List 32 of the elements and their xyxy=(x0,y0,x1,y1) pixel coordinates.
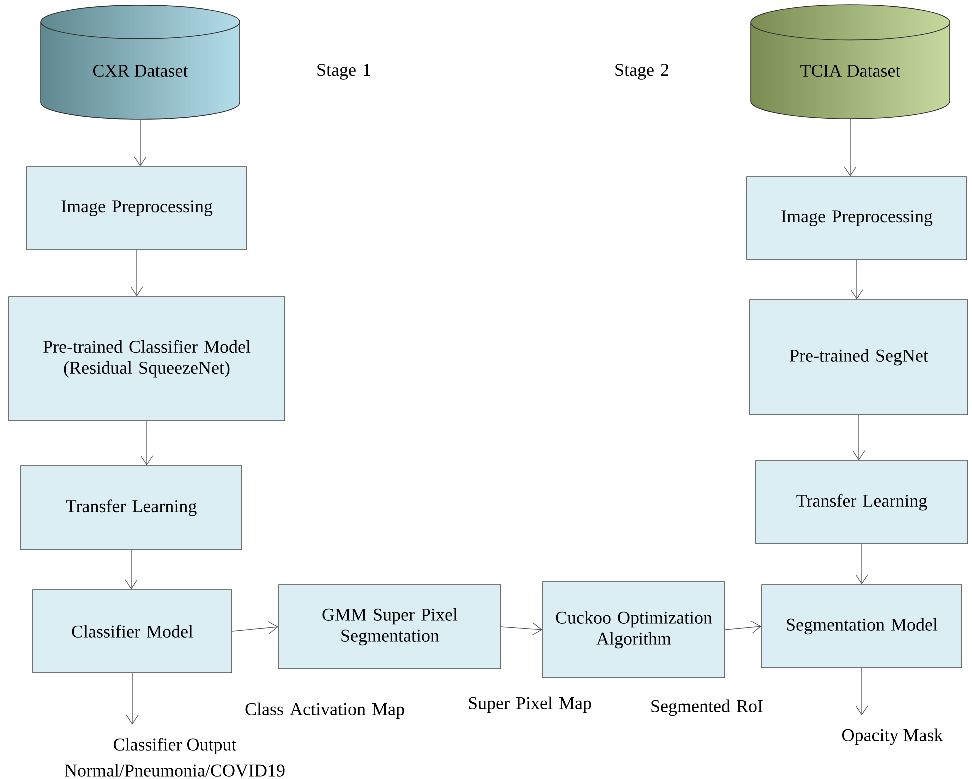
label-text: Segmented RoI xyxy=(652,700,763,716)
label-text: Stage 2 xyxy=(616,64,669,80)
output-text: Opacity Mask xyxy=(842,728,944,746)
process-box: Image Preprocessing xyxy=(26,166,248,250)
arrow xyxy=(852,415,866,461)
label-text: Stage 1 xyxy=(318,64,370,80)
arrow xyxy=(856,544,868,585)
arrow xyxy=(125,550,138,590)
arrow xyxy=(140,421,154,466)
arrow xyxy=(501,622,543,636)
arrow xyxy=(126,673,139,725)
label-text: Super Pixel Map xyxy=(469,696,592,714)
process-box: Cuckoo Optimization Algorithm xyxy=(542,582,726,678)
arrow xyxy=(232,622,279,634)
arrow xyxy=(856,668,868,716)
process-box: Transfer Learning xyxy=(20,466,242,550)
arrow xyxy=(725,621,762,634)
arrow xyxy=(130,250,144,297)
database-cylinder: TCIA Dataset xyxy=(750,4,950,120)
output-text: Classifier Output Normal/Pneumonia/COVID19 xyxy=(65,738,285,777)
label-text: Class Activation Map xyxy=(246,702,404,720)
process-box: Image Preprocessing xyxy=(746,176,968,260)
arrow xyxy=(844,119,857,177)
process-box: Transfer Learning xyxy=(756,460,968,544)
process-box: Segmentation Model xyxy=(762,584,962,668)
process-box: Pre-trained SegNet xyxy=(750,300,968,416)
process-box: Classifier Model xyxy=(32,590,232,674)
arrow xyxy=(134,120,147,167)
process-box: Pre-trained Classifier Model (Residual SqueezeNet) xyxy=(8,296,286,422)
database-cylinder: CXR Dataset xyxy=(40,5,240,120)
process-box: GMM Super Pixel Segmentation xyxy=(278,584,502,670)
arrow xyxy=(850,260,864,300)
